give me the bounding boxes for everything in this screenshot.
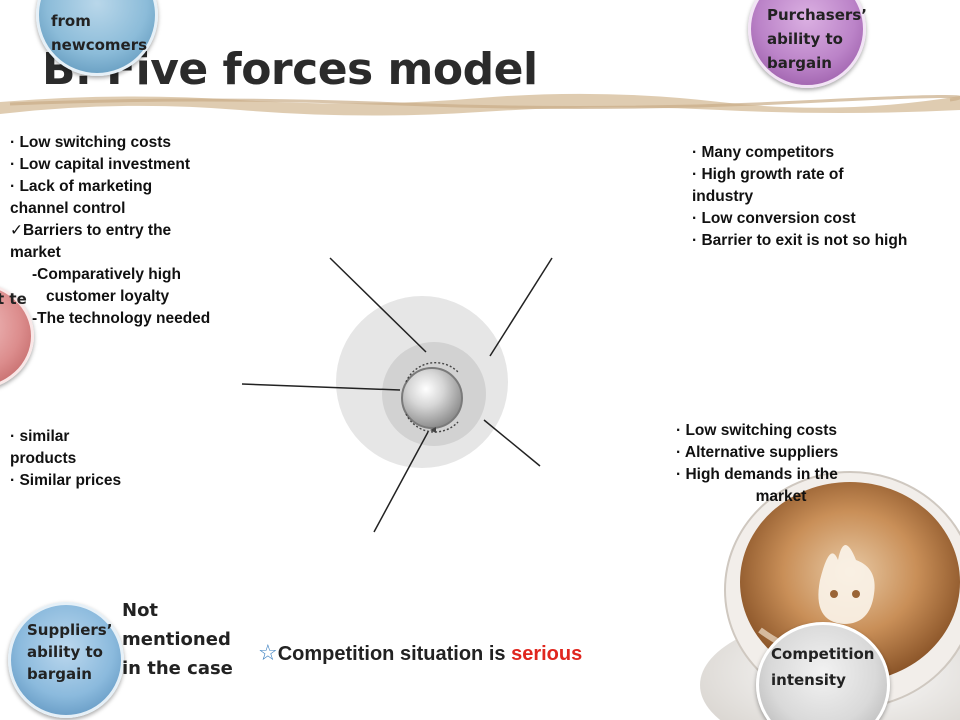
- purchasers-points: · Many competitors · High growth rate of…: [692, 142, 907, 252]
- list-item: · Lack of marketing: [10, 178, 153, 195]
- list-item: · similar: [10, 428, 70, 445]
- list-item: -Comparatively high: [32, 266, 181, 283]
- list-item: · Low switching costs: [10, 134, 172, 151]
- summary-line: ☆Competition situation is serious: [258, 640, 582, 666]
- newcomers-points: · Low switching costs · Low capital inve…: [10, 132, 210, 330]
- list-item: market: [10, 244, 61, 261]
- force-competition-circle: Competition intensity: [756, 622, 890, 720]
- spoke-newcomers: [329, 257, 427, 353]
- list-item: · High growth rate of: [692, 166, 844, 183]
- summary-text: Competition situation is: [277, 643, 512, 665]
- force-purchasers-label: Purchasers’ ability to bargain: [767, 6, 867, 72]
- check-icon: ✓: [10, 222, 23, 239]
- spoke-substitute: [241, 383, 401, 391]
- force-suppliers-circle: Suppliers’ ability to bargain: [8, 602, 124, 718]
- list-item: -The technology needed: [32, 310, 211, 327]
- list-item: · Many competitors: [692, 144, 835, 161]
- not-mentioned-note: Not mentioned in the case: [122, 600, 233, 679]
- hub-ball: [401, 367, 463, 429]
- star-icon: ☆: [258, 640, 278, 665]
- spoke-competition: [483, 419, 541, 467]
- brush-divider: [0, 93, 960, 116]
- spoke-purchasers: [489, 257, 553, 357]
- force-newcomers-label: from newcomers: [51, 12, 148, 54]
- list-item: customer loyalty: [46, 288, 170, 305]
- list-item: · Barrier to exit is not so high: [692, 232, 908, 249]
- list-item: industry: [692, 188, 754, 205]
- substitute-points: · similar products · Similar prices: [10, 426, 121, 492]
- spoke-suppliers: [373, 431, 429, 533]
- list-item: · High demands in the: [676, 466, 838, 483]
- list-item: · Low capital investment: [10, 156, 191, 173]
- list-item: products: [10, 450, 77, 467]
- list-item: channel control: [10, 200, 126, 217]
- center-hub-diagram: [241, 257, 553, 533]
- force-competition-label: Competition intensity: [771, 645, 875, 689]
- list-item: · Low conversion cost: [692, 210, 856, 227]
- list-item: · Similar prices: [10, 472, 122, 489]
- list-item: · Alternative suppliers: [676, 444, 839, 461]
- list-item: market: [755, 488, 807, 505]
- list-item: · Low switching costs: [676, 422, 838, 439]
- summary-highlight: serious: [511, 643, 583, 665]
- suppliers-points: · Low switching costs · Alternative supp…: [676, 420, 886, 508]
- force-purchasers-circle: Purchasers’ ability to bargain: [748, 0, 867, 88]
- list-item: ✓Barriers to entry the: [10, 222, 172, 239]
- force-suppliers-label: Suppliers’ ability to bargain: [27, 621, 113, 683]
- force-substitute-label: t te: [0, 290, 27, 308]
